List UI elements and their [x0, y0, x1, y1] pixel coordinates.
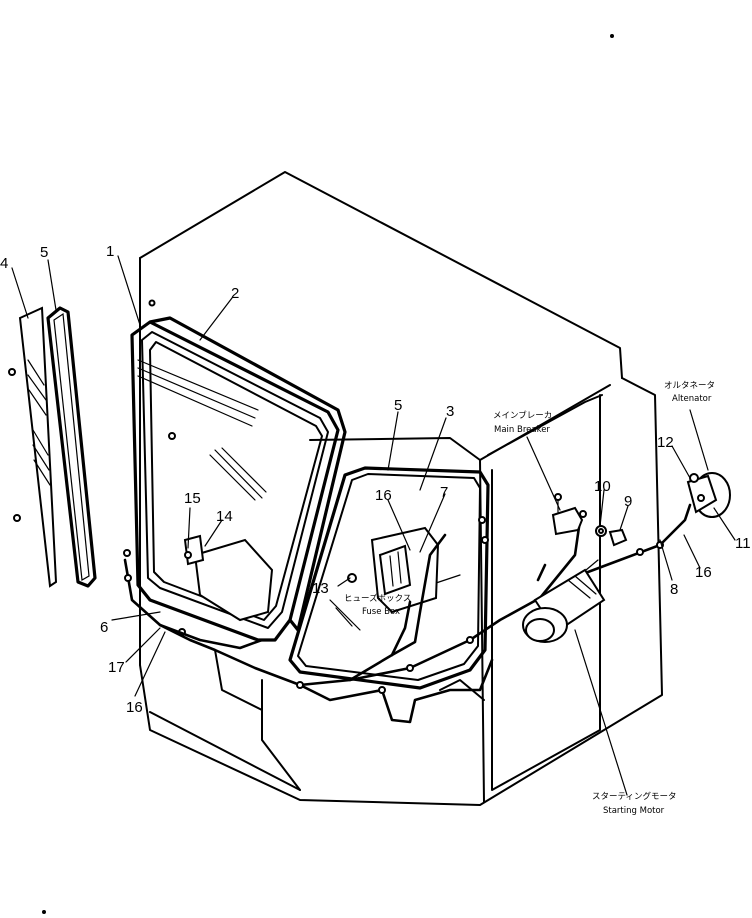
cab-body	[139, 171, 663, 806]
callout-14: 14	[216, 508, 233, 525]
callout-3: 3	[446, 403, 454, 420]
callout-8: 8	[670, 581, 678, 598]
component-labels: オルタネータ Altenator メインブレーカ Main Breaker ヒュ…	[344, 381, 715, 816]
door-seal-2	[149, 316, 347, 632]
callout-2: 2	[231, 285, 239, 302]
callout-5-left: 5	[40, 244, 48, 261]
wire-harness	[123, 299, 692, 724]
callout-17: 17	[108, 659, 125, 676]
stray-mark	[610, 34, 614, 38]
main-breaker-label-en: Main Breaker	[494, 425, 550, 435]
callout-10: 10	[594, 478, 611, 495]
callout-6: 6	[100, 619, 108, 636]
leader-lines	[11, 255, 736, 796]
starting-motor	[522, 568, 606, 643]
terminal-9	[608, 528, 628, 547]
interior-console	[178, 534, 274, 636]
window-seal-5-left	[46, 306, 97, 588]
starting-motor-label-jp: スターティングモータ	[592, 791, 677, 802]
callout-5-right: 5	[394, 397, 402, 414]
terminal-10	[595, 525, 607, 537]
alternator-label-jp: オルタネータ	[664, 381, 715, 391]
callout-16-left: 16	[126, 699, 143, 716]
callout-4: 4	[0, 255, 8, 272]
callout-11: 11	[735, 535, 751, 552]
callout-16-fuse: 16	[375, 487, 392, 504]
main-breaker-label-jp: メインブレーカ	[493, 410, 552, 421]
callout-1: 1	[106, 243, 114, 260]
glass-panel-4	[8, 306, 58, 588]
callout-15: 15	[184, 490, 201, 507]
callout-7: 7	[440, 484, 448, 501]
callout-13: 13	[312, 580, 329, 597]
alternator-label-en: Altenator	[672, 394, 712, 404]
callout-16-right: 16	[695, 564, 712, 581]
door-frame-1	[130, 320, 361, 642]
callout-9: 9	[624, 493, 632, 510]
main-breaker	[551, 493, 587, 536]
stray-mark	[42, 910, 46, 914]
fuse-box-label-jp: ヒューズボックス	[344, 593, 411, 604]
callout-numbers: 4 5 1 2 5 3 16 7 15 14 13 6 17 16 10 9 1…	[0, 243, 751, 716]
callout-12: 12	[657, 434, 674, 451]
starting-motor-label-en: Starting Motor	[603, 806, 665, 816]
alternator	[686, 472, 731, 518]
fuse-box-label-en: Fuse Box	[362, 607, 400, 617]
